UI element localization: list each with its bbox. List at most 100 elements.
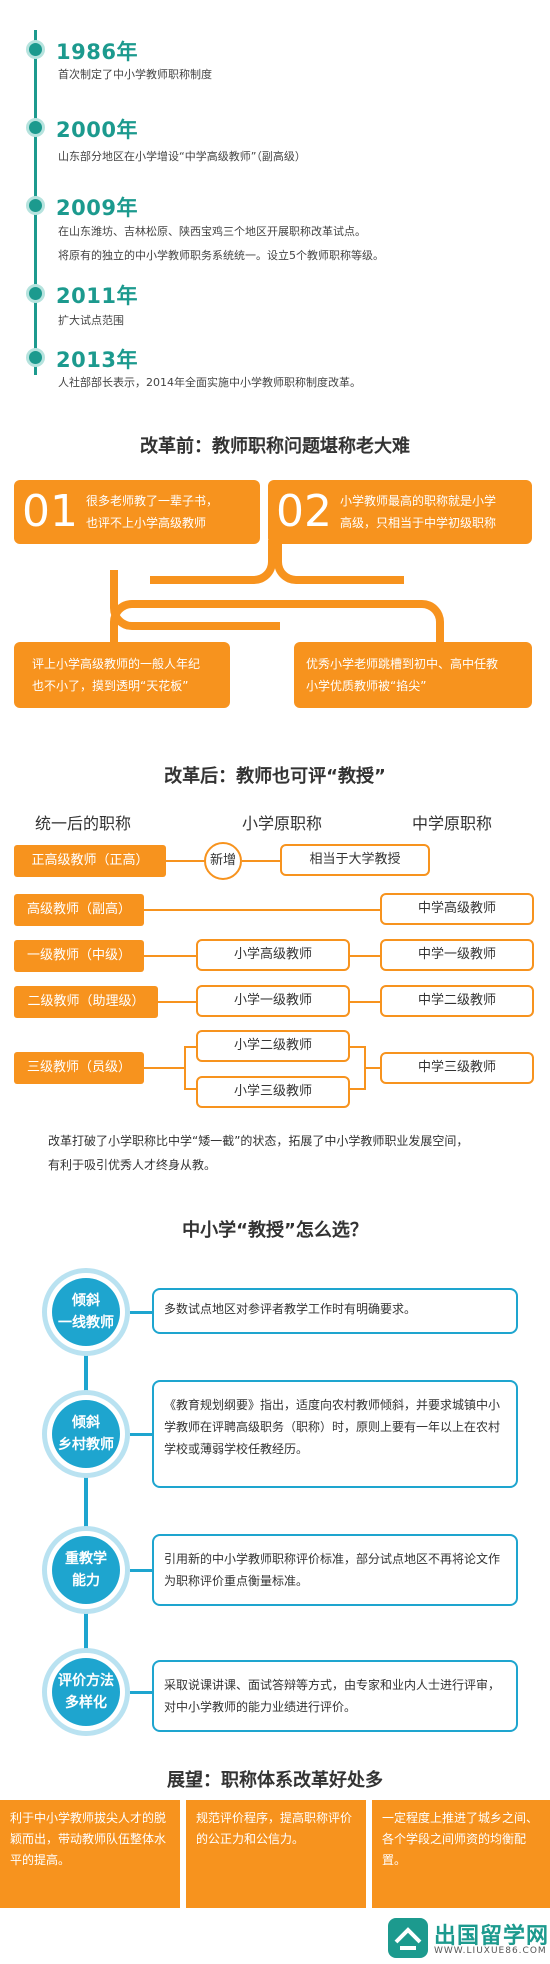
secondary-box: 中学三级教师 bbox=[380, 1052, 534, 1084]
primary-box: 小学三级教师 bbox=[196, 1076, 350, 1108]
bracket-line bbox=[184, 1046, 198, 1048]
link-line bbox=[364, 1067, 382, 1069]
criteria-box: 多数试点地区对参评者教学工作时有明确要求。 bbox=[152, 1288, 518, 1334]
criteria-connector bbox=[130, 1311, 152, 1314]
secondary-box: 中学高级教师 bbox=[380, 893, 534, 925]
rank-tag: 一级教师（中级） bbox=[14, 940, 144, 972]
box-line: 优秀小学老师跳槽到初中、高中任教 bbox=[306, 657, 499, 671]
connector bbox=[150, 540, 276, 584]
criteria-circle: 评价方法 多样化 bbox=[42, 1648, 130, 1736]
timeline-node bbox=[26, 118, 45, 137]
timeline-node bbox=[26, 40, 45, 59]
criteria-box: 引用新的中小学教师职称评价标准，部分试点地区不再将论文作为职称评价重点衡量标准。 bbox=[152, 1534, 518, 1606]
site-logo[interactable]: 出国留学网 WWW.LIUXUE86.COM bbox=[388, 1914, 550, 1964]
before-box-1: 01 很多老师教了一辈子书， 也评不上小学高级教师 bbox=[14, 480, 260, 544]
timeline-year: 1986年 bbox=[56, 40, 138, 64]
criteria-label: 评价方法 bbox=[58, 1673, 114, 1689]
criteria-label: 能力 bbox=[72, 1573, 100, 1589]
primary-box: 小学一级教师 bbox=[196, 985, 350, 1017]
criteria-label: 乡村教师 bbox=[58, 1437, 114, 1453]
criteria-circle: 倾斜 一线教师 bbox=[42, 1268, 130, 1356]
before-box-3: 评上小学高级教师的一般人年纪 也不小了，摸到透明“天花板” bbox=[14, 642, 230, 708]
bracket-line bbox=[350, 1088, 364, 1090]
criteria-connector bbox=[130, 1569, 152, 1572]
outlook-box: 规范评价程序，提高职称评价的公正力和公信力。 bbox=[186, 1800, 366, 1908]
criteria-label: 多样化 bbox=[65, 1695, 107, 1711]
reform-description: 有利于吸引优秀人才终身从教。 bbox=[48, 1158, 217, 1172]
before-box-4: 优秀小学老师跳槽到初中、高中任教 小学优质教师被“掐尖” bbox=[294, 642, 532, 708]
reform-description: 改革打破了小学职称比中学“矮一截”的状态，拓展了中小学教师职业发展空间， bbox=[48, 1134, 469, 1148]
timeline-year: 2000年 bbox=[56, 118, 138, 142]
secondary-box: 中学二级教师 bbox=[380, 985, 534, 1017]
criteria-circle-inner: 重教学 能力 bbox=[52, 1536, 120, 1604]
equiv-box: 相当于大学教授 bbox=[280, 844, 430, 876]
choose-title: 中小学“教授”怎么选？ bbox=[182, 1220, 368, 1241]
new-badge: 新增 bbox=[204, 842, 242, 880]
col-header: 统一后的职称 bbox=[34, 814, 131, 833]
criteria-label: 一线教师 bbox=[58, 1315, 114, 1331]
link-line bbox=[350, 1001, 382, 1003]
criteria-label: 重教学 bbox=[65, 1551, 107, 1567]
timeline-year: 2013年 bbox=[56, 348, 138, 372]
criteria-circle: 倾斜 乡村教师 bbox=[42, 1390, 130, 1478]
timeline-text: 扩大试点范围 bbox=[58, 314, 124, 327]
box-line: 也评不上小学高级教师 bbox=[86, 516, 207, 530]
criteria-circle-inner: 倾斜 一线教师 bbox=[52, 1278, 120, 1346]
col-header: 小学原职称 bbox=[241, 814, 322, 833]
timeline-text: 将原有的独立的中小学教师职务系统统一。设立5个教师职称等级。 bbox=[58, 249, 384, 262]
timeline: 1986年 首次制定了中小学教师职称制度 2000年 山东部分地区在小学增设“中… bbox=[0, 0, 550, 400]
box-line: 小学优质教师被“掐尖” bbox=[306, 679, 427, 693]
box-line: 小学教师最高的职称就是小学 bbox=[340, 494, 497, 508]
col-header: 中学原职称 bbox=[411, 814, 492, 833]
timeline-text: 首次制定了中小学教师职称制度 bbox=[58, 68, 212, 81]
box-line: 也不小了，摸到透明“天花板” bbox=[32, 679, 189, 693]
outlook-box: 利于中小学教师拔尖人才的脱颖而出，带动教师队伍整体水平的提高。 bbox=[0, 1800, 180, 1908]
choose-vertical-line bbox=[84, 1312, 88, 1672]
timeline-text: 在山东潍坊、吉林松原、陕西宝鸡三个地区开展职称改革试点。 bbox=[58, 225, 366, 238]
primary-box: 小学高级教师 bbox=[196, 939, 350, 971]
criteria-circle-inner: 倾斜 乡村教师 bbox=[52, 1400, 120, 1468]
connector bbox=[110, 570, 280, 630]
connector bbox=[110, 600, 282, 646]
box-line: 评上小学高级教师的一般人年纪 bbox=[32, 657, 201, 671]
criteria-circle: 重教学 能力 bbox=[42, 1526, 130, 1614]
timeline-node bbox=[26, 348, 45, 367]
primary-box: 小学二级教师 bbox=[196, 1030, 350, 1062]
link-line bbox=[242, 860, 282, 862]
criteria-label: 倾斜 bbox=[72, 1415, 100, 1431]
link-line bbox=[144, 955, 198, 957]
bracket-line bbox=[184, 1046, 186, 1090]
rank-tag: 二级教师（助理级） bbox=[14, 986, 158, 1018]
connector bbox=[274, 540, 404, 584]
bracket-line bbox=[350, 1046, 364, 1048]
outlook-box: 一定程度上推进了城乡之间、各个学段之间师资的均衡配置。 bbox=[372, 1800, 550, 1908]
rank-tag: 正高级教师（正高） bbox=[14, 845, 166, 877]
link-line bbox=[144, 1067, 184, 1069]
link-line bbox=[350, 955, 382, 957]
box-number: 02 bbox=[276, 486, 332, 537]
link-line bbox=[158, 1001, 198, 1003]
logo-icon bbox=[388, 1918, 428, 1958]
rank-tag: 三级教师（员级） bbox=[14, 1052, 144, 1084]
connector bbox=[276, 600, 444, 646]
link-line bbox=[144, 909, 382, 911]
timeline-node bbox=[26, 284, 45, 303]
secondary-box: 中学一级教师 bbox=[380, 939, 534, 971]
box-line: 很多老师教了一辈子书， bbox=[86, 494, 219, 508]
timeline-text: 山东部分地区在小学增设“中学高级教师”（副高级） bbox=[58, 150, 306, 163]
logo-url: WWW.LIUXUE86.COM bbox=[434, 1946, 547, 1956]
before-box-2: 02 小学教师最高的职称就是小学 高级，只相当于中学初级职称 bbox=[268, 480, 532, 544]
timeline-year: 2009年 bbox=[56, 196, 138, 220]
box-line: 高级，只相当于中学初级职称 bbox=[340, 516, 497, 530]
criteria-label: 倾斜 bbox=[72, 1293, 100, 1309]
timeline-text: 人社部部长表示，2014年全面实施中小学教师职称制度改革。 bbox=[58, 376, 361, 389]
rank-tag: 高级教师（副高） bbox=[14, 894, 144, 926]
box-number: 01 bbox=[22, 486, 78, 537]
before-title: 改革前：教师职称问题堪称老大难 bbox=[140, 436, 410, 457]
after-title: 改革后：教师也可评“教授” bbox=[164, 766, 386, 787]
criteria-box: 《教育规划纲要》指出，适度向农村教师倾斜，并要求城镇中小学教师在评聘高级职务（职… bbox=[152, 1380, 518, 1488]
criteria-box: 采取说课讲课、面试答辩等方式，由专家和业内人士进行评审，对中小学教师的能力业绩进… bbox=[152, 1660, 518, 1732]
criteria-circle-inner: 评价方法 多样化 bbox=[52, 1658, 120, 1726]
criteria-connector bbox=[130, 1433, 152, 1436]
outlook-title: 展望：职称体系改革好处多 bbox=[167, 1770, 383, 1791]
